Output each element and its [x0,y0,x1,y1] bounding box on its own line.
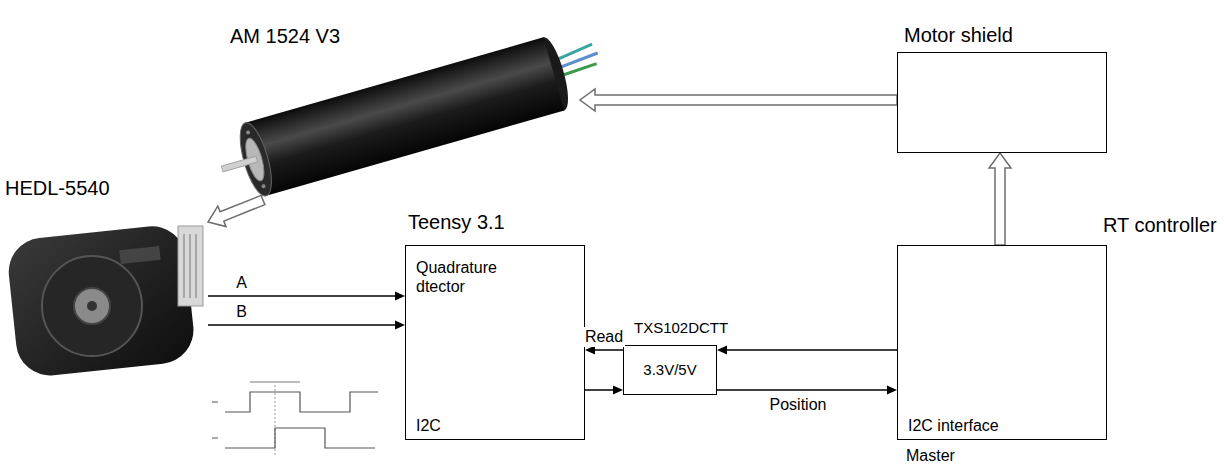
arrow-line [726,349,897,351]
channel-b-wave [225,428,375,448]
arrow-outline [989,153,1011,245]
encoder-node: HEDL-5540 [2,172,208,387]
arrow-line [208,324,396,326]
encoder-drawing [5,223,203,379]
motor-shaft [221,156,257,172]
signal-label: A [234,273,249,292]
waveform-drawing [212,382,378,455]
controller-box: RT controllerI2C interfaceMaster [897,245,1107,440]
motor-hole [261,184,266,189]
voltage-label: 3.3V/5V [624,361,716,379]
signal-arrow [208,321,405,330]
mcu-box: Teensy 3.1Quadrature dtectorI2C [405,245,585,440]
hollow-arrow [580,89,897,111]
channel-a-wave [225,392,378,412]
arrow-head [717,346,727,355]
encoder-disc [42,256,142,356]
encoder-pin [190,234,191,298]
signal-label: Position [768,395,829,414]
arrow-line [208,295,396,297]
block-label: Quadrature dtector [416,258,521,296]
encoder-hub [74,288,110,324]
arrow-head [395,292,405,301]
encoder-pin [184,234,185,298]
signal-label: Read [583,327,625,346]
motor-node: AM 1524 V3 [215,18,580,200]
signal-arrow [585,346,623,355]
motor-label: AM 1524 V3 [230,24,340,48]
arrow-head [887,386,897,395]
encoder-pin [196,234,197,298]
hollow-arrow [989,153,1011,245]
part-number: TXS102DCTT [634,319,728,337]
box-heading: Teensy 3.1 [408,210,505,234]
encoder-body [5,223,196,379]
arrow-line [594,349,623,351]
axis-tick [212,438,218,439]
arrow-outline [580,89,897,111]
period-mark [250,382,300,383]
phase-mark [275,385,276,455]
driver-box: Motor shield [897,52,1107,153]
signal-label: B [234,302,249,321]
signal-arrow [717,346,897,355]
encoder-connector [178,226,203,306]
signal-arrow [585,386,623,395]
port-label: I2C [416,416,441,435]
motor-body [245,37,564,196]
box-heading: Motor shield [904,23,1013,47]
motor-drawing [212,24,611,205]
hollow-arrow [208,195,265,226]
signal-arrow [717,386,897,395]
port-label: I2C interface [908,416,999,435]
box-heading: RT controller [1103,213,1217,237]
arrow-line [585,389,614,391]
arrow-head [585,346,595,355]
level-shifter-box: TXS102DCTT3.3V/5V [623,345,717,395]
arrow-head [613,386,623,395]
arrow-outline [208,195,265,226]
signal-arrow [208,292,405,301]
encoder-sticker [119,246,160,264]
arrow-line [717,389,888,391]
encoder-bore [87,301,97,311]
role-label: Master [906,446,955,465]
encoder-label: HEDL-5540 [5,176,110,200]
motor-hole [246,130,251,135]
axis-tick [212,402,218,403]
arrow-head [395,321,405,330]
